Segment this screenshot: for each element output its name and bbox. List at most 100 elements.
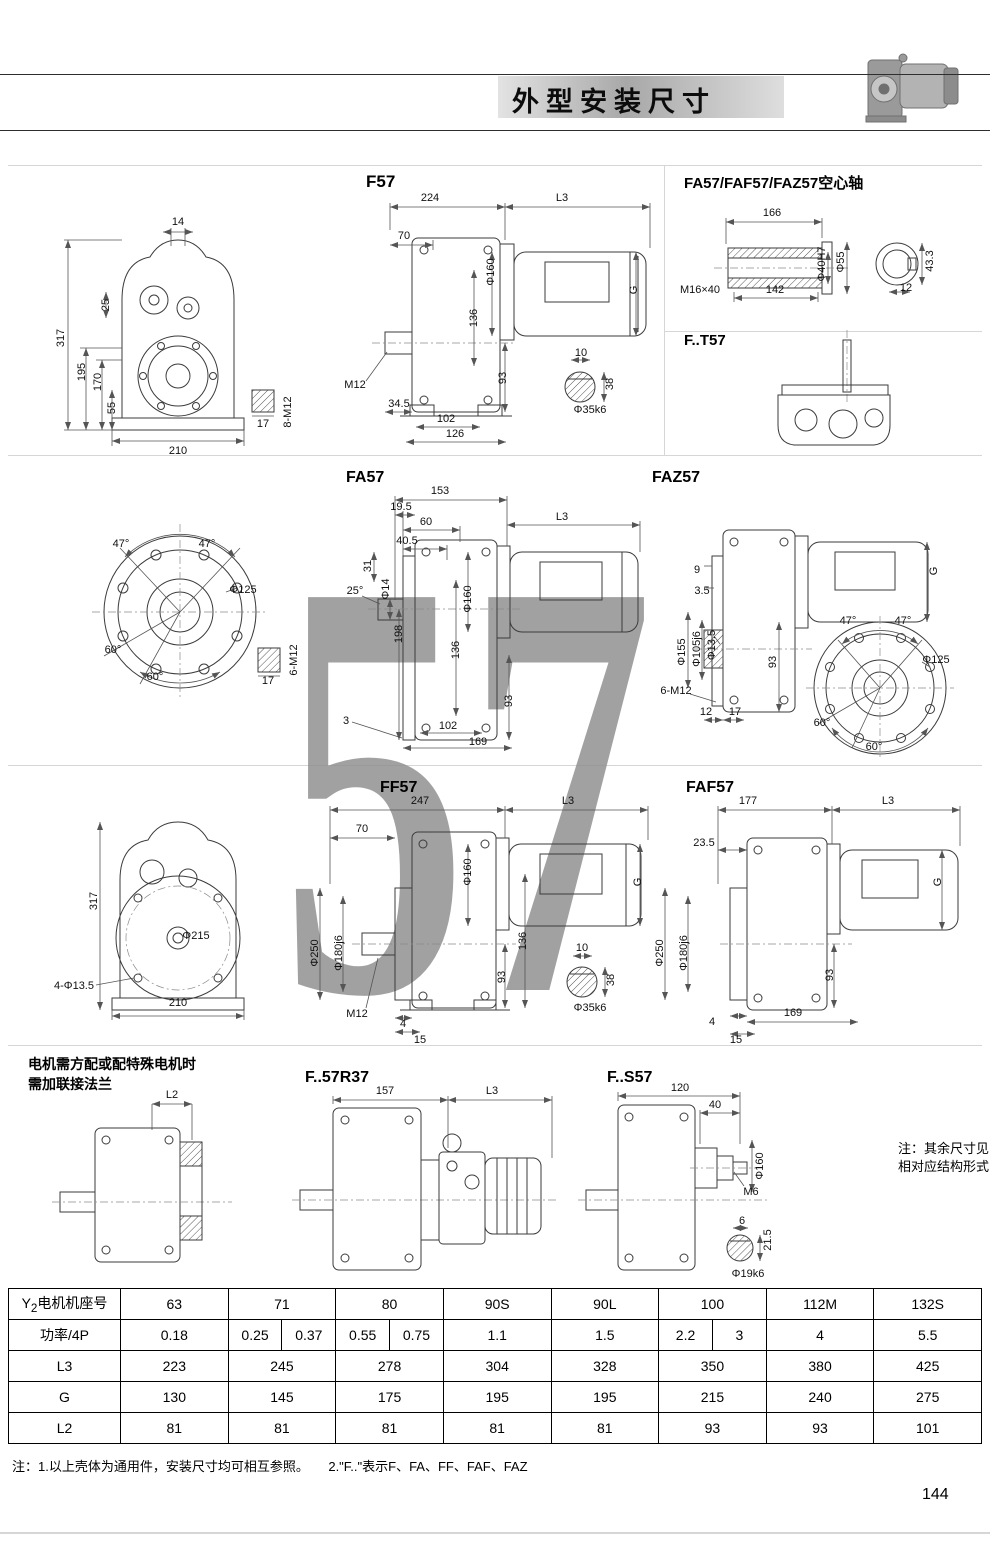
row-header-frame: Y2电机机座号 [8,1288,121,1320]
table-cell: 3 [711,1319,767,1351]
section-title-ff57: FF57 [380,779,418,796]
dim-label: 210 [168,997,188,1009]
dim-label: G [928,566,940,576]
side-note-line1: 注：其余尺寸见 [898,1141,990,1156]
table-cell: 81 [120,1412,229,1444]
title-band [498,76,784,118]
dim-label: 60° [146,671,164,683]
section-title-fa57: FA57 [346,469,385,486]
dim-label: 9 [693,564,701,576]
section-title-fs57: F..S57 [607,1069,653,1086]
dim-label: Φ14 [380,578,392,600]
dim-label: 93 [496,970,508,984]
dim-label: 43.3 [924,250,936,272]
table-cell: 304 [442,1350,552,1382]
dim-label: 136 [468,308,480,328]
section-title-hollow-shaft: FA57/FAF57/FAZ57空心轴 [684,175,864,192]
dim-label: 6 [738,1215,746,1227]
dim-label: 136 [450,640,462,660]
dim-label: Φ40H7 [816,246,828,282]
table-cell: 81 [335,1412,444,1444]
table-cell: 0.37 [281,1319,337,1351]
table-row-power: 功率/4P 0.18 0.25 0.37 0.55 0.75 1.1 1.5 2… [8,1319,982,1351]
dim-label: 157 [375,1085,395,1097]
dim-label: 169 [468,736,488,748]
row-header-g: G [8,1381,121,1413]
faf57-side-view-drawing [662,806,961,1037]
side-note-line2: 相对应结构形式 [898,1159,990,1174]
header-rule-bottom [0,130,990,131]
dim-label: G [628,285,640,295]
ff57-front-view-drawing [95,821,245,1020]
dim-label: 17 [728,706,742,718]
hollow-shaft-drawing [714,218,925,302]
dim-label: 23.5 [693,837,715,849]
dim-label: 3 [342,715,350,727]
dim-label: Φ155 [676,638,688,666]
table-cell: 195 [442,1381,552,1413]
dim-label: 102 [436,413,456,425]
flange-motor-adapter-drawing [52,1101,232,1263]
f57-front-view-drawing [64,228,275,446]
dim-label: 177 [738,795,758,807]
dim-label: 142 [765,284,785,296]
f57-side-view-drawing [365,203,651,445]
table-cell: 245 [227,1350,337,1382]
header-rule-top [0,74,990,75]
table-cell: 328 [550,1350,660,1382]
dim-label: M12 [346,1008,368,1020]
dim-label: Φ35k6 [573,404,607,416]
table-cell: 195 [550,1381,660,1413]
table-cell: 100 [658,1288,767,1320]
fa57-side-view-drawing [351,496,641,751]
dim-label: 38 [604,377,616,391]
dim-label: 120 [670,1082,690,1094]
dim-label: 169 [783,1007,803,1019]
dim-label: M16×40 [679,284,721,296]
dim-label: 21.5 [762,1229,774,1251]
dim-label: 70 [397,230,411,242]
f57r37-side-view-drawing [292,1096,556,1271]
dim-label: Φ180j6 [333,935,345,971]
dim-label: Φ35k6 [573,1002,607,1014]
dim-label: 153 [430,485,450,497]
dim-label: Φ160 [462,585,474,613]
dim-label: Φ250 [654,939,666,967]
section-title-ft57: F..T57 [684,332,726,349]
panel-divider [664,331,982,332]
table-cell: 80 [335,1288,444,1320]
motor-note-line2: 需加联接法兰 [28,1076,112,1092]
motor-dimensions-table: Y2电机机座号 63 71 80 90S 90L 100 112M 132S 功… [8,1288,982,1444]
dim-label: 14 [171,216,185,228]
row-header-l2: L2 [8,1412,121,1444]
table-cell: 1.1 [442,1319,552,1351]
dim-label: 93 [824,968,836,982]
table-cell: 4 [765,1319,875,1351]
panel-divider [8,1045,982,1046]
dim-label: 40 [708,1099,722,1111]
dim-label: 102 [438,720,458,732]
dim-label: 60 [419,516,433,528]
footer-rule [0,1532,990,1534]
dim-label: L3 [881,795,895,807]
ff57-side-view-drawing [317,806,649,1035]
dim-label: 210 [168,445,188,457]
dim-label: 4-Φ13.5 [54,980,94,992]
section-title-faz57: FAZ57 [652,469,701,486]
dim-label: 247 [410,795,430,807]
panel-divider [8,165,982,166]
dim-label: 12 [899,282,913,294]
table-cell: 93 [765,1412,875,1444]
dim-label: Φ125 [922,654,950,666]
dim-label: 6-M12 [660,685,692,697]
dim-label: Φ215 [182,930,210,942]
dim-label: M12 [344,379,366,391]
dim-label: 47° [839,615,857,627]
fa57-flange-front-drawing [92,524,281,700]
table-cell: 93 [658,1412,767,1444]
dim-label: L3 [555,511,569,523]
page-number: 144 [922,1486,949,1503]
table-cell: 90S [442,1288,552,1320]
